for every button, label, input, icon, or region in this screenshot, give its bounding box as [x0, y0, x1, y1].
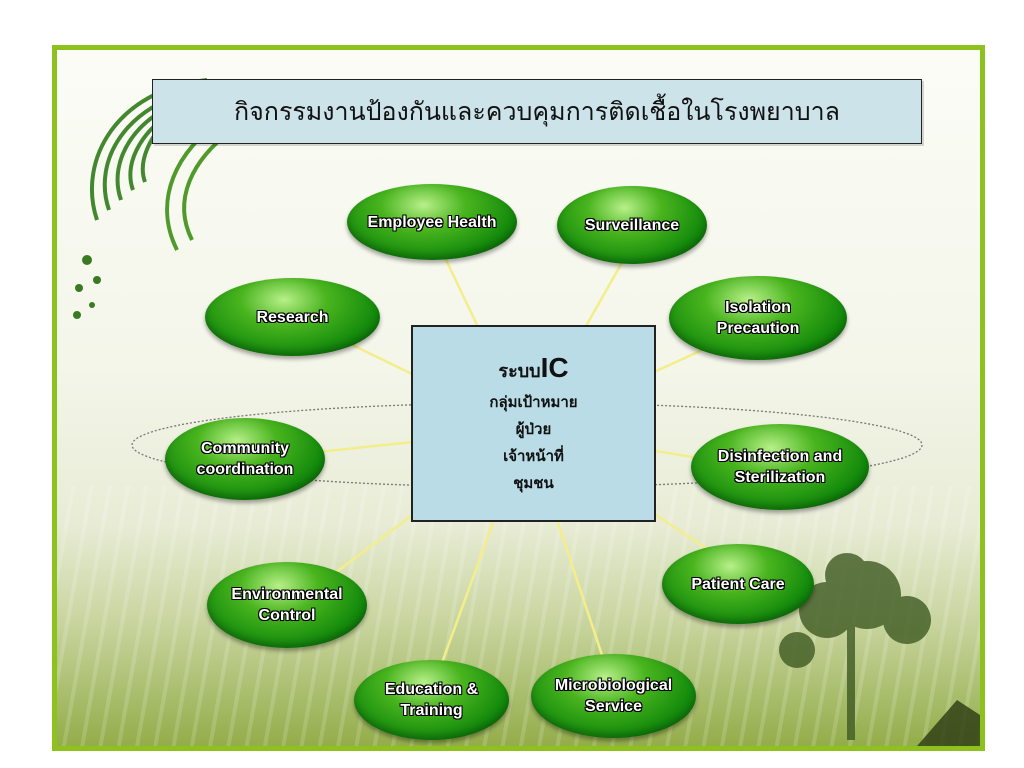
node-label: Isolation Precaution: [716, 299, 800, 337]
node-label: Microbiological Service: [554, 677, 673, 715]
center-title-prefix: ระบบ: [498, 360, 541, 382]
node-isolation-precaution: Isolation Precaution: [669, 276, 847, 360]
node-label: Surveillance: [584, 216, 680, 234]
node-label: Patient Care: [691, 575, 785, 593]
node-surveillance: Surveillance: [557, 186, 707, 264]
node-label: Employee Health: [367, 213, 497, 231]
node-label: Environmental Control: [231, 586, 343, 624]
node-research: Research: [205, 278, 380, 356]
hill-shape: [917, 700, 980, 746]
center-box: ระบบIC กลุ่มเป้าหมาย ผู้ป่วย เจ้าหน้าที่…: [411, 325, 656, 522]
plant-sprig-icon: [73, 255, 101, 319]
node-education-training: Education & Training: [354, 660, 509, 740]
node-environmental-control: Environmental Control: [207, 562, 367, 648]
center-line-staff: เจ้าหน้าที่: [503, 446, 564, 465]
node-community-coordination: Community coordination: [165, 418, 325, 500]
title-box: กิจกรรมงานป้องกันและควบคุมการติดเชื้อในโ…: [152, 79, 922, 144]
center-title-acronym: IC: [540, 351, 569, 383]
slide: กิจกรรมงานป้องกันและควบคุมการติดเชื้อในโ…: [52, 45, 985, 751]
center-line-target-group: กลุ่มเป้าหมาย: [489, 392, 578, 411]
node-label: Community coordination: [196, 440, 294, 478]
node-label: Education & Training: [384, 681, 479, 719]
center-title: ระบบIC: [498, 351, 568, 389]
node-label: Disinfection and Sterilization: [717, 448, 843, 486]
node-microbiological-service: Microbiological Service: [531, 654, 696, 738]
node-employee-health: Employee Health: [347, 184, 517, 260]
title-text: กิจกรรมงานป้องกันและควบคุมการติดเชื้อในโ…: [234, 96, 840, 126]
tree-icon: [779, 553, 931, 740]
node-disinfection-sterilization: Disinfection and Sterilization: [691, 424, 869, 510]
node-patient-care: Patient Care: [662, 544, 814, 624]
center-line-community: ชุมชน: [513, 473, 554, 492]
node-label: Research: [256, 308, 329, 326]
center-line-patients: ผู้ป่วย: [515, 419, 552, 438]
